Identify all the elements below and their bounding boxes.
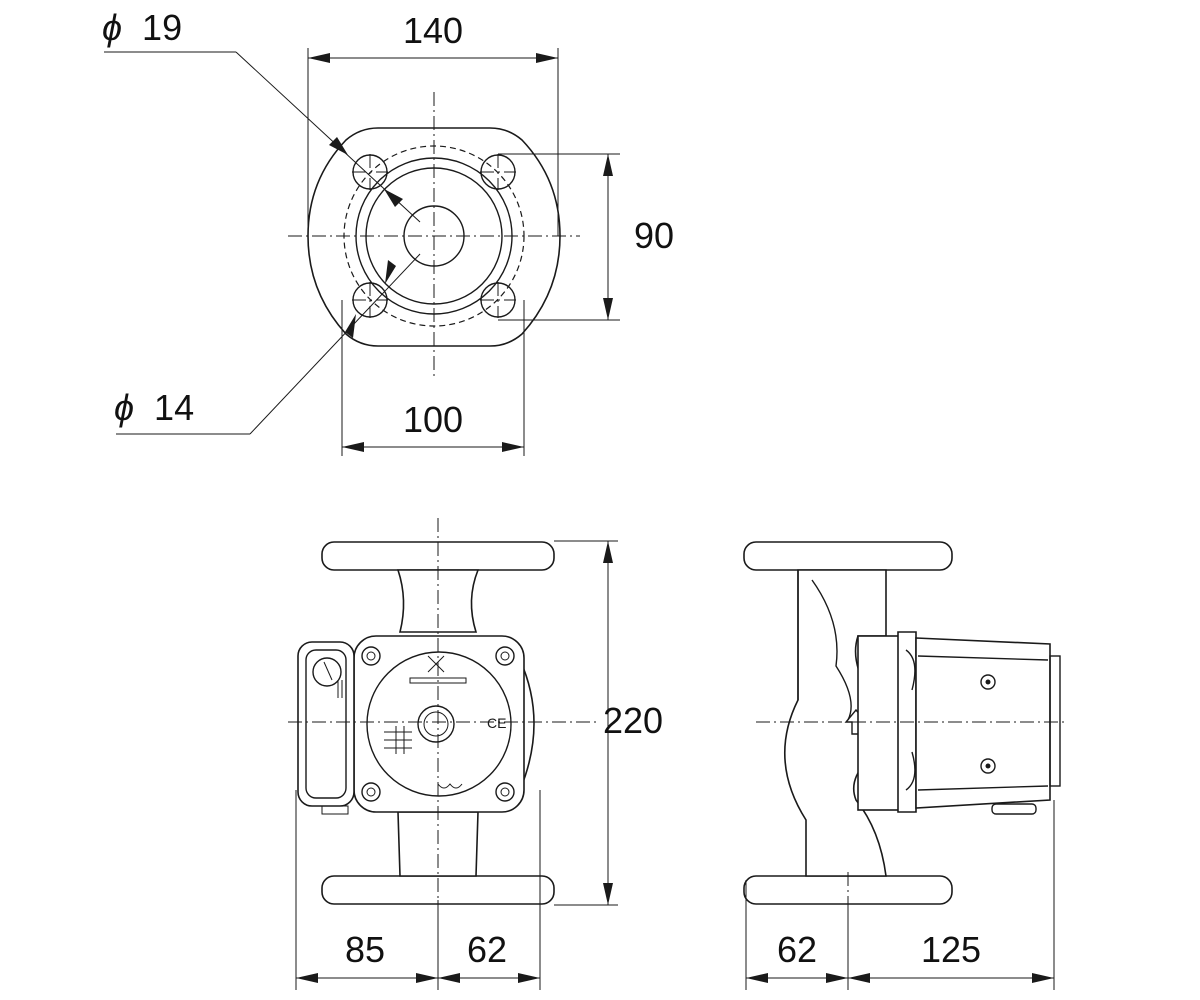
diameter-symbol: ϕ bbox=[102, 7, 122, 48]
dim-label-62-front: 62 bbox=[467, 929, 507, 970]
dimension-hole-large: ϕ 19 bbox=[102, 7, 421, 223]
dimension-top-width: 140 bbox=[307, 10, 559, 236]
svg-text:ϕ 14: ϕ 14 bbox=[114, 387, 194, 428]
dimension-top-height: 90 bbox=[498, 153, 674, 321]
dim-label-90: 90 bbox=[634, 215, 674, 256]
dimension-hole-small: ϕ 14 bbox=[114, 253, 421, 435]
dimension-front-height: 220 bbox=[554, 540, 663, 906]
dim-label-140: 140 bbox=[403, 10, 463, 51]
ce-mark-icon: CE bbox=[487, 715, 506, 731]
dim-label-14: 14 bbox=[154, 387, 194, 428]
diameter-symbol-small: ϕ bbox=[114, 387, 134, 428]
dim-label-85: 85 bbox=[345, 929, 385, 970]
svg-text:ϕ 19: ϕ 19 bbox=[102, 7, 182, 48]
dim-label-125: 125 bbox=[921, 929, 981, 970]
dim-label-62-side: 62 bbox=[777, 929, 817, 970]
dimension-bolt-spacing: 100 bbox=[341, 300, 525, 456]
side-view: 62 125 bbox=[743, 541, 1066, 990]
speed-selector-icon bbox=[384, 726, 412, 754]
front-view: CE 220 bbox=[288, 518, 663, 990]
dim-label-100: 100 bbox=[403, 399, 463, 440]
dimension-side-bottom: 62 125 bbox=[745, 800, 1055, 990]
grundfos-logo-icon bbox=[409, 655, 467, 684]
dimension-front-bottom: 85 62 bbox=[295, 790, 541, 990]
dim-label-19: 19 bbox=[142, 7, 182, 48]
dim-label-220: 220 bbox=[603, 700, 663, 741]
top-view: 140 90 100 ϕ 19 bbox=[102, 7, 674, 456]
